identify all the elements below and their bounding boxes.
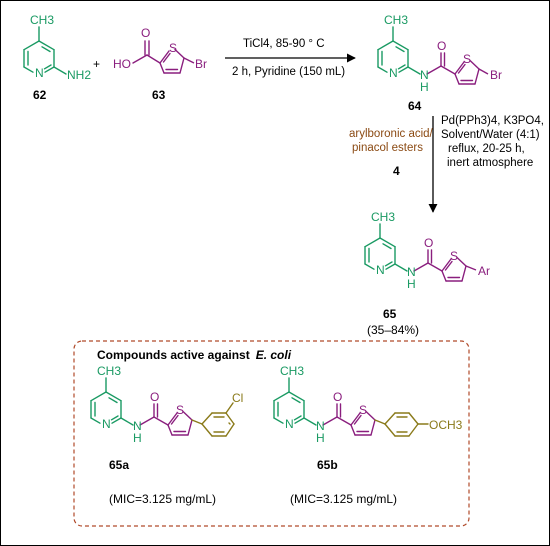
atom-och3: OCH3 <box>429 418 463 432</box>
reagent-line1: arylboronic acid/ <box>349 128 434 140</box>
compound-64-label: 64 <box>408 99 422 113</box>
svg-text:S: S <box>450 249 458 263</box>
compound-65b-structure: CH3 N N H O S OCH3 <box>273 364 463 445</box>
reagent-line2: pinacol esters <box>352 142 423 154</box>
compound-65a-structure: CH3 N N H O S Cl <box>90 364 243 445</box>
svg-text:N: N <box>420 68 429 82</box>
active-compounds-box <box>73 340 470 527</box>
svg-text:N: N <box>316 419 325 433</box>
svg-text:S: S <box>176 403 184 417</box>
step2-conditions-line3: reflux, 20-25 h, <box>448 143 525 155</box>
atom-nh2: NH2 <box>67 68 91 82</box>
svg-text:N: N <box>376 263 385 277</box>
atom-br: Br <box>195 57 207 71</box>
compound-65a-mic: (MIC=3.125 mg/mL) <box>109 492 216 506</box>
atom-n: N <box>35 66 44 80</box>
compound-62-label: 62 <box>33 88 47 102</box>
svg-text:H: H <box>316 431 325 445</box>
reagent-4-label: 4 <box>393 164 400 178</box>
svg-text:S: S <box>359 403 367 417</box>
svg-text:N: N <box>285 417 294 431</box>
compound-65b-label: 65b <box>317 458 338 472</box>
svg-text:N: N <box>389 66 398 80</box>
svg-text:H: H <box>407 277 416 291</box>
svg-text:O: O <box>424 236 433 250</box>
svg-text:N: N <box>102 417 111 431</box>
atom-cl: Cl <box>232 391 243 405</box>
svg-text:O: O <box>333 390 342 404</box>
plus-sign: + <box>93 57 100 71</box>
compound-63-label: 63 <box>152 88 166 102</box>
step1-conditions-line1: TiCl4, 85-90 ° C <box>243 38 325 50</box>
atom-ch3: CH3 <box>30 13 54 27</box>
svg-text:CH3: CH3 <box>280 364 304 378</box>
svg-text:H: H <box>420 80 429 94</box>
compound-65a-label: 65a <box>109 458 129 472</box>
step1-conditions-line2: 2 h, Pyridine (150 mL) <box>232 66 345 78</box>
compound-62-structure: CH3 N NH2 <box>23 13 91 82</box>
compound-65-label: 65 <box>383 307 397 321</box>
compound-63-structure: O HO S Br <box>113 26 207 74</box>
svg-text:N: N <box>133 419 142 433</box>
svg-text:O: O <box>150 390 159 404</box>
svg-text:H: H <box>133 431 142 445</box>
svg-text:Br: Br <box>490 68 502 82</box>
compound-64-structure: CH3 N N H O S Br <box>377 13 502 94</box>
step2-conditions-line1: Pd(PPh3)4, K3PO4, <box>441 115 544 127</box>
svg-text:CH3: CH3 <box>97 364 121 378</box>
svg-text:N: N <box>407 265 416 279</box>
svg-text:S: S <box>463 52 471 66</box>
svg-text:CH3: CH3 <box>384 13 408 27</box>
compound-65-structure: CH3 N N H O S Ar <box>364 210 490 291</box>
svg-text:O: O <box>437 39 446 53</box>
compound-65-yield: (35–84%) <box>367 323 419 337</box>
atom-ho: HO <box>113 57 131 71</box>
svg-text:CH3: CH3 <box>371 210 395 224</box>
step2-conditions-line2: Solvent/Water (4:1) <box>441 129 540 141</box>
atom-ar: Ar <box>478 264 490 278</box>
atom-s: S <box>169 41 177 55</box>
atom-o: O <box>141 26 150 40</box>
compound-65b-mic: (MIC=3.125 mg/mL) <box>290 492 397 506</box>
step2-conditions-line4: inert atmosphere <box>447 157 533 169</box>
